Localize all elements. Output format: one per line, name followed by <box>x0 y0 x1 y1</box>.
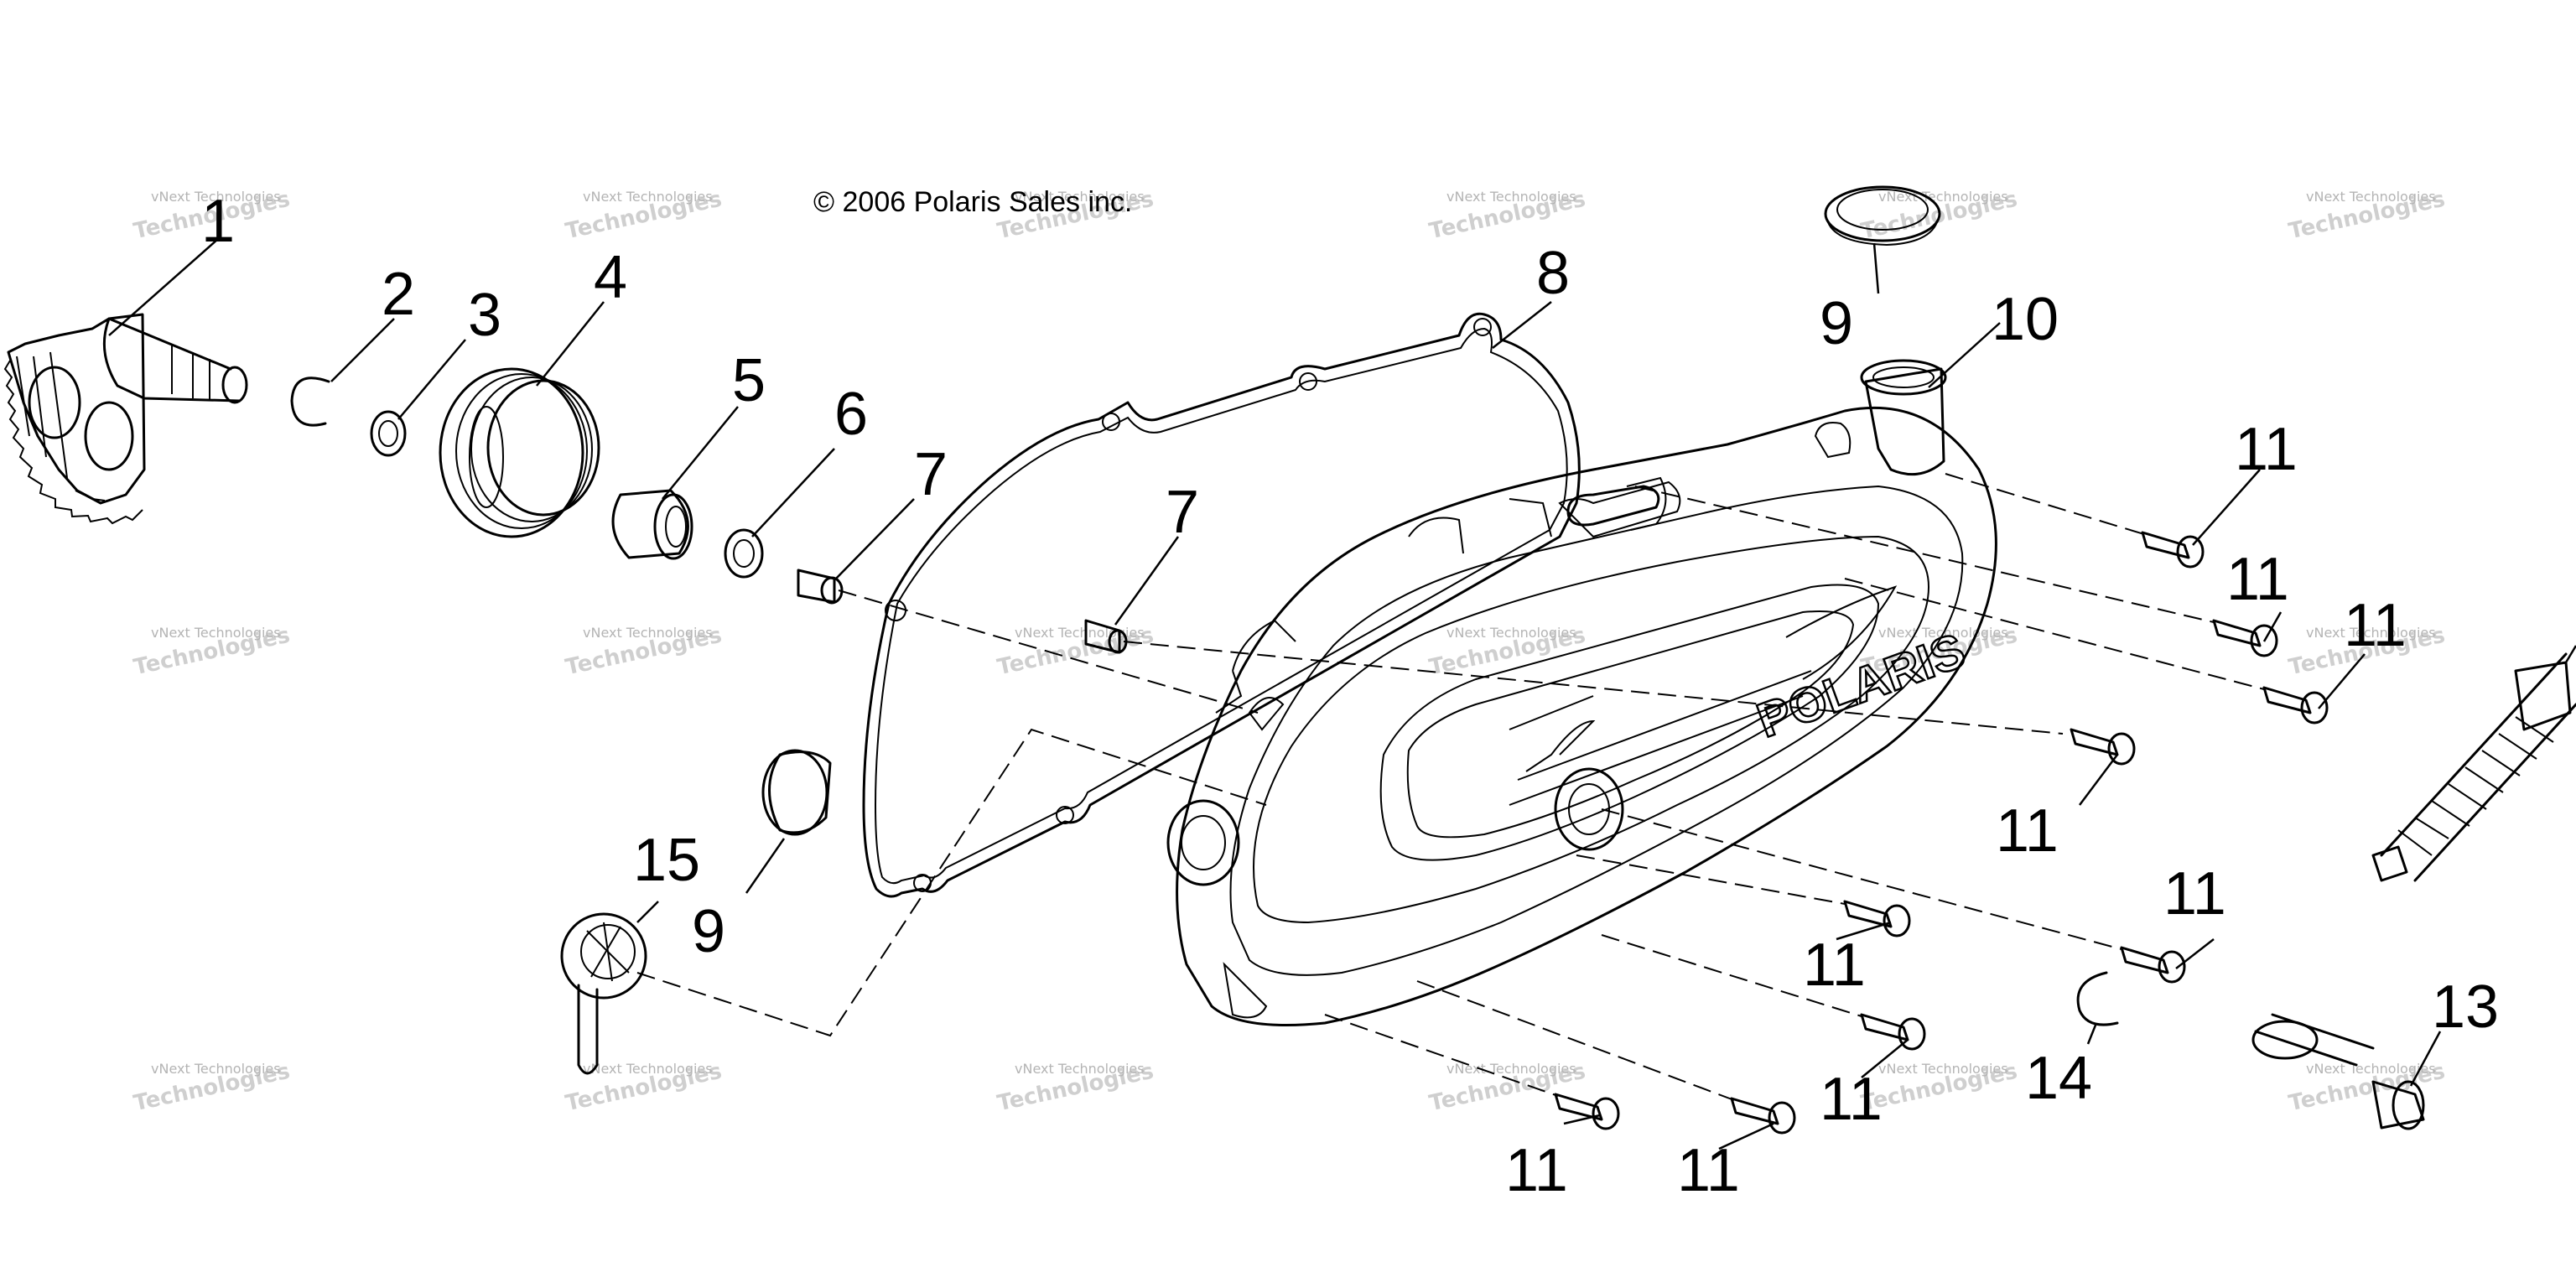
callout-3: 3 <box>468 282 501 349</box>
callout-10: 10 <box>1992 286 2059 353</box>
callout-numbers: 1 2 3 4 5 6 7 7 8 9 9 10 11 11 11 11 11 … <box>201 188 2499 1204</box>
watermark-text: vNext Technologies <box>1015 189 1145 205</box>
cover-logo: POLARIS <box>1750 623 1971 748</box>
callout-6: 6 <box>834 381 868 448</box>
part-6-washer[interactable] <box>724 528 764 579</box>
callout-11-i: 11 <box>1677 1137 1740 1204</box>
watermark-text: vNext Technologies <box>1878 189 2008 205</box>
callout-8: 8 <box>1536 240 1570 307</box>
watermark-text: vNext Technologies <box>2306 189 2436 205</box>
part-9-plug-top[interactable] <box>1824 185 1941 247</box>
callout-9: 9 <box>692 898 725 965</box>
callout-11-h: 11 <box>1505 1137 1568 1204</box>
callout-2: 2 <box>382 261 415 328</box>
watermark-text: vNext Technologies <box>2306 625 2436 641</box>
copyright-text: © 2006 Polaris Sales inc. <box>813 186 1132 218</box>
part-3-washer[interactable] <box>370 410 407 457</box>
part-9-plug[interactable] <box>761 749 832 836</box>
callout-4: 4 <box>594 244 627 311</box>
watermark-text: vNext Technologies <box>151 625 281 641</box>
leader-lines <box>108 238 2576 1150</box>
watermark-text: vNext Technologies <box>1446 1061 1576 1077</box>
watermark-text: vNext Technologies <box>151 189 281 205</box>
callout-11-a: 11 <box>2235 416 2298 483</box>
bolts-11[interactable] <box>1554 531 2329 1135</box>
callout-5: 5 <box>732 347 766 414</box>
callout-11-e: 11 <box>1803 932 1866 999</box>
watermark-text: vNext Technologies <box>1446 625 1576 641</box>
cvt-cover[interactable]: POLARIS <box>1166 359 1997 1026</box>
alignment-lines <box>636 473 2265 1101</box>
watermark-text: vNext Technologies <box>1446 189 1576 205</box>
part-4-spring[interactable] <box>439 367 600 538</box>
callout-1: 1 <box>201 188 235 255</box>
watermark-text: vNext Technologies <box>151 1061 281 1077</box>
part-kick-lever[interactable] <box>2251 652 2576 1067</box>
callout-7-second: 7 <box>1166 479 1199 546</box>
callout-11-g: 11 <box>1820 1066 1883 1133</box>
watermark-text: vNext Technologies <box>583 625 713 641</box>
part-15-sprocket[interactable] <box>560 912 647 1075</box>
callout-11-d: 11 <box>1996 797 2059 865</box>
part-14-circlip[interactable] <box>2076 971 2119 1026</box>
callout-11-c: 11 <box>2344 592 2407 659</box>
callout-15: 15 <box>633 827 700 894</box>
callout-11-f: 11 <box>2163 860 2226 927</box>
watermark-text: vNext Technologies <box>583 1061 713 1077</box>
watermark-text: vNext Technologies <box>2306 1061 2436 1077</box>
callout-14: 14 <box>2025 1045 2092 1112</box>
part-13-cap[interactable] <box>2371 1080 2425 1130</box>
callout-7: 7 <box>914 441 948 508</box>
part-5-bushing[interactable] <box>611 489 693 560</box>
part-1-kick-gear[interactable] <box>3 313 248 525</box>
watermark-text: vNext Technologies <box>1015 1061 1145 1077</box>
watermark-text: vNext Technologies <box>1878 1061 2008 1077</box>
part-7-dowel[interactable] <box>797 569 844 605</box>
watermark-text: vNext Technologies <box>583 189 713 205</box>
callout-11-b: 11 <box>2226 546 2289 613</box>
part-8-gasket[interactable] <box>862 312 1581 898</box>
callout-9-top: 9 <box>1820 290 1853 357</box>
callout-13: 13 <box>2432 974 2499 1041</box>
part-2-circlip[interactable] <box>290 377 330 427</box>
